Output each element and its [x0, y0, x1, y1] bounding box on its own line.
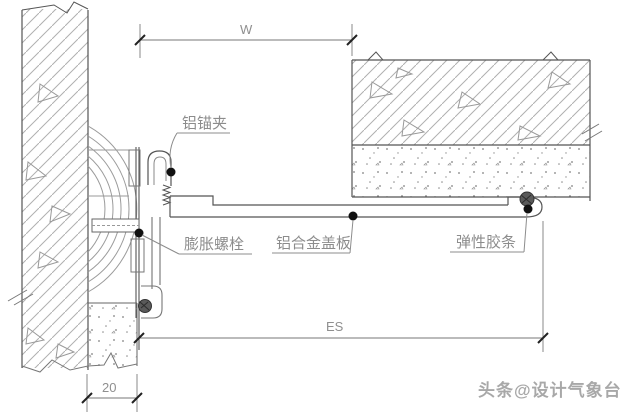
wall-top-break-line	[21, 1, 89, 14]
slab-top-break-notch-2	[542, 51, 559, 61]
vertical-cover-symbol	[141, 217, 163, 319]
right-slab-concrete-hatch	[352, 60, 590, 145]
label-anchor-clip: 铝锚夹	[182, 115, 227, 132]
leader-anchor-clip	[169, 132, 230, 169]
dimension-w: W	[134, 22, 358, 58]
rubber-strip-right-symbol	[519, 191, 535, 207]
dot-cover-plate	[348, 211, 358, 221]
leader-expansion-bolt	[141, 234, 252, 255]
wall-left-break-mark	[7, 289, 34, 306]
leader-cover-plate	[272, 219, 354, 254]
dim-20-text: 20	[102, 380, 116, 395]
dim-ticks-20	[81, 392, 143, 404]
rail-block-upper	[128, 149, 141, 187]
wall-bottom-break-line	[21, 359, 89, 373]
leader-anchor-dots	[134, 167, 533, 238]
slab-right-break-mark	[581, 123, 603, 142]
dim-ticks-es	[133, 332, 549, 344]
right-slab-aggregate-triangles	[369, 67, 572, 141]
leader-lines	[141, 132, 528, 255]
dimension-20: 20	[81, 374, 143, 412]
assembly-cross-lines	[88, 149, 136, 197]
watermark-text: 头条@设计气象台	[478, 380, 621, 400]
left-wall-hatch	[22, 9, 88, 368]
dim-w-text: W	[240, 22, 253, 37]
left-wall-aggregate-triangles	[25, 83, 76, 359]
label-cover-plate: 铝合金盖板	[276, 234, 351, 252]
joint-assembly	[87, 125, 543, 369]
right-slab	[351, 51, 603, 201]
curved-cover-arcs	[87, 125, 138, 293]
dim-es-text: ES	[326, 319, 344, 334]
bottom-bracket	[141, 285, 163, 319]
screed-bottom-break-line	[87, 351, 138, 369]
right-slab-outline	[351, 59, 591, 201]
dot-expansion-bolt	[134, 228, 144, 238]
dot-anchor-clip	[166, 167, 176, 177]
left-wall	[7, 1, 89, 373]
dim-ticks-w	[134, 34, 358, 46]
right-slab-screed-stipple	[352, 145, 590, 197]
label-expansion-bolt: 膨胀螺栓	[184, 236, 244, 253]
label-rubber-strip: 弹性胶条	[456, 234, 516, 251]
slab-top-break-notch	[367, 51, 384, 61]
rubber-strip-left-symbol	[138, 299, 152, 313]
rail-block-lower	[130, 238, 145, 273]
dot-rubber-strip	[523, 204, 533, 214]
expansion-bolt-symbol	[91, 218, 140, 233]
anchor-clip-symbol	[147, 150, 172, 206]
clip-serration	[161, 184, 172, 206]
dimension-es: ES	[133, 221, 549, 352]
left-screed-block	[87, 302, 138, 369]
leader-rubber-strip	[450, 212, 528, 253]
